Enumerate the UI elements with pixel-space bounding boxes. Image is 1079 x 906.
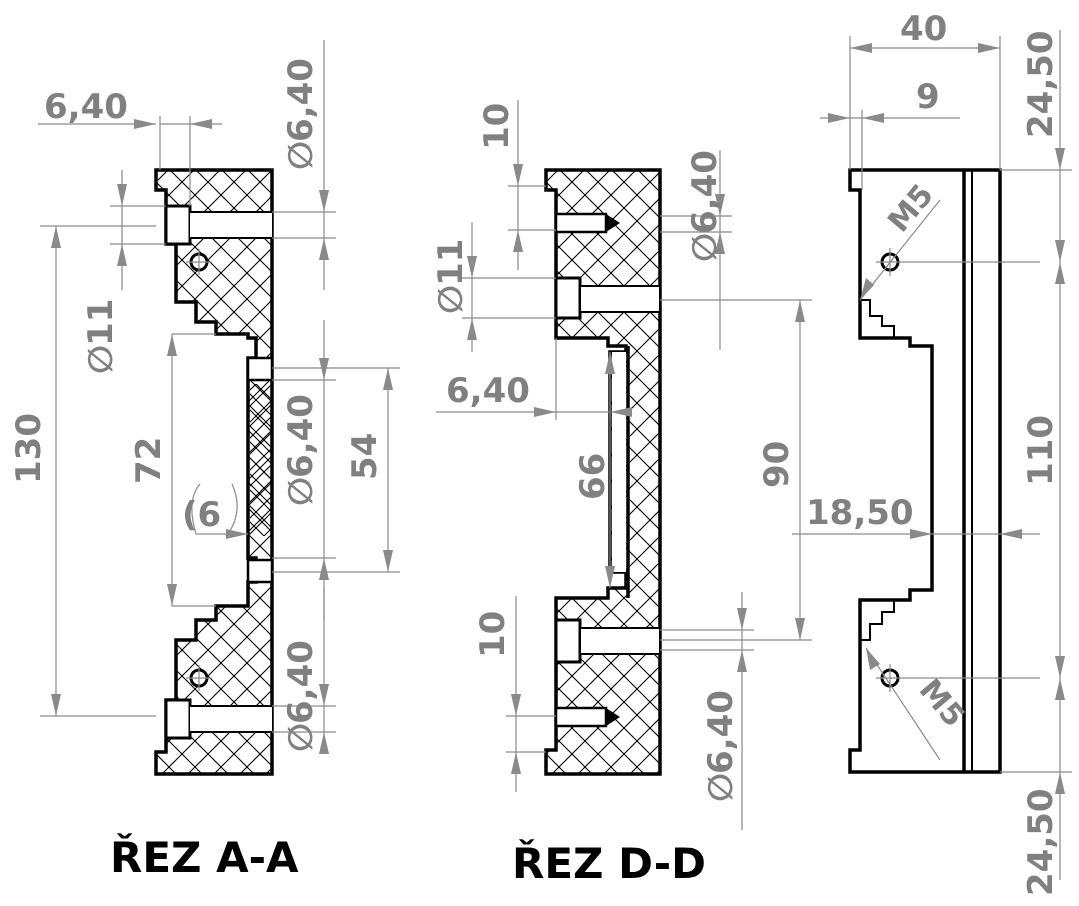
aa-dim-top-width: 6,40 bbox=[44, 87, 128, 127]
aa-dim-span: 54 bbox=[345, 433, 385, 480]
side-dim-width: 40 bbox=[900, 9, 947, 49]
side-view: 40 9 M5 18,50 110 M5 24,50 24,50 bbox=[792, 9, 1072, 896]
aa-dim-counterbore: 11 bbox=[81, 299, 121, 346]
diameter-icon: ∅ bbox=[685, 233, 725, 262]
aa-dim-hole-top: 6,40 bbox=[281, 58, 321, 142]
side-dim-center: 18,50 bbox=[806, 493, 914, 533]
section-dd-view: 10 ∅ 6,40 ∅ 11 6,40 66 90 10 ∅ 6,40 ŘEZ … bbox=[431, 100, 812, 888]
dd-dim-top-offset: 10 bbox=[477, 103, 517, 150]
section-aa-view: 6,40 ∅ 6,40 130 ∅ 11 72 ∅ 6,40 54 (6 ∅ 6… bbox=[9, 40, 400, 882]
side-dim-top-margin: 24,50 bbox=[1021, 30, 1061, 138]
aa-dim-overall-height: 130 bbox=[9, 413, 49, 484]
dd-dim-hole-top: 6,40 bbox=[685, 150, 725, 234]
diameter-icon: ∅ bbox=[431, 285, 471, 314]
section-aa-title: ŘEZ A-A bbox=[110, 832, 299, 882]
dd-dim-counterbore: 11 bbox=[431, 239, 471, 286]
aa-dim-inner-height: 72 bbox=[129, 437, 169, 484]
diameter-icon: ∅ bbox=[281, 141, 321, 170]
diameter-icon: ∅ bbox=[281, 477, 321, 506]
aa-dim-radius-hint: (6 bbox=[182, 495, 221, 535]
diameter-icon: ∅ bbox=[81, 345, 121, 374]
side-dim-bottom-margin: 24,50 bbox=[1021, 788, 1061, 896]
diameter-icon: ∅ bbox=[701, 773, 741, 802]
dd-dim-pocket-width: 6,40 bbox=[446, 371, 530, 411]
aa-dim-bottom-hole: 6,40 bbox=[281, 640, 321, 724]
dd-dim-bottom-offset: 10 bbox=[473, 611, 513, 658]
side-view-outline bbox=[848, 168, 1002, 774]
side-dim-thread-top: M5 bbox=[881, 178, 940, 239]
dd-dim-bottom-hole: 6,40 bbox=[701, 690, 741, 774]
aa-dim-center-hole: 6,40 bbox=[281, 394, 321, 478]
side-dim-edge: 9 bbox=[916, 77, 940, 117]
dd-dim-span: 90 bbox=[757, 441, 797, 488]
dd-dim-pocket-height: 66 bbox=[573, 453, 613, 500]
section-dd-title: ŘEZ D-D bbox=[512, 838, 706, 888]
side-dim-height: 110 bbox=[1021, 415, 1061, 486]
diameter-icon: ∅ bbox=[281, 723, 321, 752]
